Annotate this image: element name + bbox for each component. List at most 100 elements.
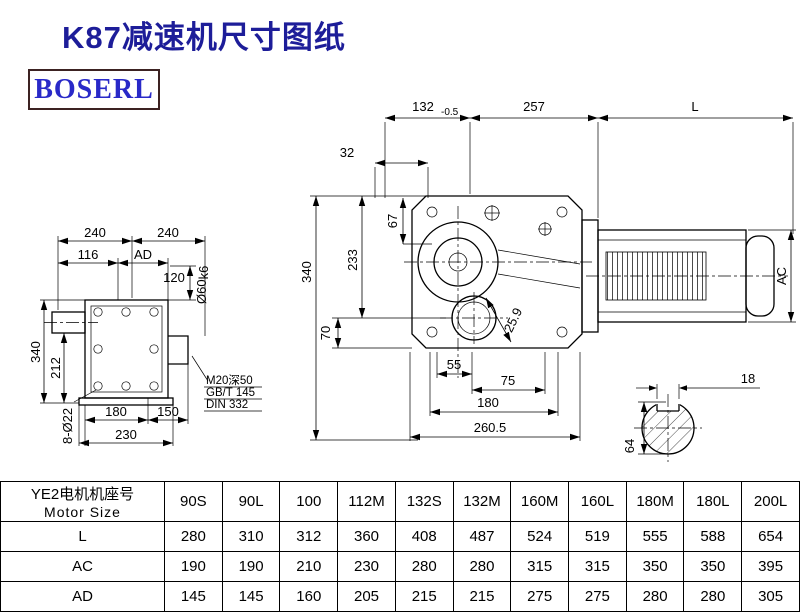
side-view-body [84,299,169,399]
value-cell: 280 [683,581,743,612]
column-header-160m: 160M [510,481,570,522]
value-cell: 519 [568,521,627,552]
lifting-eye-marks [484,205,552,236]
value-cell: 555 [625,521,685,552]
value-cell: 654 [741,521,800,552]
flange-bolt-holes [93,307,159,391]
motor-size-header-en: Motor Size [44,504,121,520]
dim-120-label: 120 [163,270,185,285]
dim-340-main-label: 340 [299,261,314,283]
value-cell: 280 [625,581,685,612]
value-cell: 145 [164,581,223,612]
value-cell: 310 [221,521,281,552]
dim-shaft-diameter-label: Ø60k6 [194,266,211,304]
value-cell: 350 [625,551,685,582]
value-cell: 312 [279,521,339,552]
dim-132-label: 132 [412,99,434,114]
boserl-logo-text: BOSERL [34,73,154,105]
column-header-200l: 200L [741,481,800,522]
dim-75-label: 75 [501,373,515,388]
value-cell: 350 [683,551,743,582]
dim-340-side-label: 340 [28,341,43,363]
side-view-base [78,397,174,406]
dim-230-label: 230 [115,427,137,442]
shaft-section-view: 18 64 [622,371,760,462]
side-view-flange [90,305,163,393]
value-cell: 408 [394,521,454,552]
table-row-L: L 280 310 312 360 408 487 524 519 555 58… [0,521,800,552]
dim-70-label: 70 [318,326,333,340]
column-header-100: 100 [279,481,339,522]
side-view-dimensions: 240 240 116 AD 120 Ø60k6 340 212 [28,225,262,447]
value-cell: 275 [510,581,570,612]
column-header-160l: 160L [568,481,627,522]
gearbox-main-view [404,195,788,378]
dim-AD-label: AD [134,247,152,262]
gearbox-side-view [44,299,189,406]
dim-67-label: 67 [385,214,400,228]
dim-257-label: 257 [523,99,545,114]
dim-AC-label: AC [774,267,789,285]
dim-64-label: 64 [622,439,637,453]
column-header-132m: 132M [452,481,512,522]
table-row-AD: AD 145 145 160 205 215 215 275 275 280 2… [0,581,800,612]
dim-260-5-label: 260.5 [474,420,507,435]
value-cell: 145 [221,581,281,612]
value-cell: 315 [510,551,570,582]
dim-150-label: 150 [157,404,179,419]
column-header-132s: 132S [394,481,454,522]
housing-outline [411,195,583,349]
value-cell: 230 [337,551,396,582]
dim-18-label: 18 [741,371,755,386]
note-thread-label: M20深50 [206,373,253,387]
value-cell: 215 [452,581,512,612]
dim-L-label: L [691,99,698,114]
value-cell: 280 [164,521,223,552]
dim-240-right-label: 240 [157,225,179,240]
dim-180-side-label: 180 [105,404,127,419]
value-cell: 524 [510,521,570,552]
dim-bolt-holes-label: 8-Ø22 [60,408,75,444]
value-cell: 215 [394,581,454,612]
column-header-180l: 180L [683,481,743,522]
value-cell: 280 [394,551,454,582]
table-header-row: YE2电机机座号 Motor Size 90S 90L 100 112M 132… [0,481,800,522]
page-title: K87减速机尺寸图纸 [62,20,346,55]
note-gb-label: GB/T 145 [206,387,255,399]
dim-180-main-label: 180 [477,395,499,410]
boserl-logo: BOSERL [28,69,160,110]
value-cell: 487 [452,521,512,552]
value-cell: 395 [741,551,800,582]
value-cell: 305 [741,581,800,612]
row-label-L: L [0,521,165,552]
dim-132-tolerance-label: -0.5 [441,107,459,118]
column-header-180m: 180M [625,481,685,522]
motor-size-table: YE2电机机座号 Motor Size 90S 90L 100 112M 132… [0,481,800,612]
dim-25-9-label: 25.9 [501,305,526,334]
dim-233-label: 233 [345,249,360,271]
side-view-boss [168,335,189,365]
column-header-90s: 90S [164,481,223,522]
motor-size-header-cn: YE2电机机座号 [30,486,135,503]
note-din-label: DIN 332 [206,399,248,411]
main-view-dimensions: 132 -0.5 257 L 32 67 340 233 70 [299,99,796,441]
value-cell: 190 [164,551,223,582]
dim-55-label: 55 [447,357,461,372]
dim-116-label: 116 [78,247,99,262]
value-cell: 190 [221,551,281,582]
value-cell: 315 [568,551,627,582]
value-cell: 275 [568,581,627,612]
value-cell: 360 [337,521,396,552]
value-cell: 280 [452,551,512,582]
value-cell: 588 [683,521,743,552]
motor-size-header: YE2电机机座号 Motor Size [0,481,165,522]
table-row-AC: AC 190 190 210 230 280 280 315 315 350 3… [0,551,800,582]
technical-drawing: 240 240 116 AD 120 Ø60k6 340 212 [28,99,796,462]
dim-32-label: 32 [340,145,354,160]
dim-240-left-label: 240 [84,225,106,240]
column-header-112m: 112M [337,481,396,522]
value-cell: 205 [337,581,396,612]
row-label-AD: AD [0,581,165,612]
value-cell: 210 [279,551,339,582]
